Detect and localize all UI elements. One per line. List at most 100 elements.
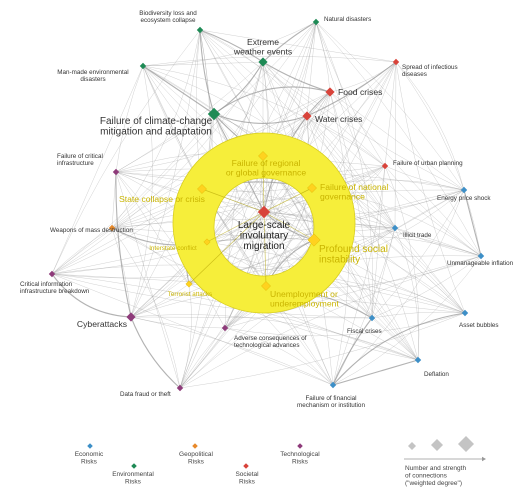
legend-swatch-environmental bbox=[131, 463, 137, 469]
connection-line-255 bbox=[332, 312, 466, 386]
connection-line-106 bbox=[306, 115, 386, 167]
connection-line-77 bbox=[213, 86, 331, 115]
connection-line-0 bbox=[199, 29, 264, 63]
label-line: Water crises bbox=[315, 114, 362, 124]
node-financial bbox=[329, 381, 337, 389]
label-line: Failure of financial bbox=[305, 395, 356, 402]
node-fiscal bbox=[368, 314, 376, 322]
connection-line-61 bbox=[142, 65, 419, 361]
connection-line-136 bbox=[384, 165, 482, 257]
connection-line-130 bbox=[115, 171, 181, 389]
connection-line-54 bbox=[142, 65, 265, 213]
label-line: Natural disasters bbox=[324, 16, 371, 23]
connection-line-203 bbox=[206, 227, 396, 243]
node-illicit bbox=[391, 224, 399, 232]
label-line: underemployment bbox=[270, 299, 339, 309]
label-line: Large-scale bbox=[238, 220, 291, 231]
label-line: weather events bbox=[233, 47, 292, 57]
label-line: Failure of urban planning bbox=[393, 160, 463, 167]
label-line: Profound social bbox=[319, 244, 388, 255]
inner-connection-line-4 bbox=[263, 211, 315, 241]
node-instability bbox=[307, 233, 321, 247]
connection-line-245 bbox=[130, 316, 373, 319]
node-manmade bbox=[139, 62, 147, 70]
connection-line-59 bbox=[130, 65, 153, 318]
connection-line-250 bbox=[371, 311, 466, 319]
connection-line-258 bbox=[332, 359, 419, 386]
node-biodiversity bbox=[196, 26, 204, 34]
label-line: infrastructure bbox=[57, 160, 94, 167]
connection-line-257 bbox=[224, 327, 334, 386]
node-inflation bbox=[477, 252, 485, 260]
connection-line-18 bbox=[315, 21, 331, 93]
label-line: mitigation and adaptation bbox=[100, 127, 212, 138]
connection-line-204 bbox=[394, 227, 482, 257]
connection-line-233 bbox=[51, 273, 373, 319]
label-line: infrastructure breakdown bbox=[20, 288, 90, 295]
label-line: State collapse or crisis bbox=[119, 194, 205, 204]
node-fraud bbox=[176, 384, 184, 392]
connection-line-125 bbox=[115, 171, 482, 257]
node-infectious bbox=[392, 58, 400, 66]
label-line: Energy price shock bbox=[437, 195, 491, 202]
connection-line-128 bbox=[115, 171, 373, 319]
connection-line-168 bbox=[463, 189, 482, 257]
connection-line-1 bbox=[199, 29, 397, 63]
node-terrorist bbox=[185, 280, 193, 288]
connection-line-237 bbox=[130, 283, 190, 318]
connection-line-85 bbox=[329, 91, 482, 257]
connection-line-228 bbox=[224, 255, 482, 329]
connection-line-141 bbox=[384, 165, 420, 361]
connection-line-57 bbox=[51, 65, 144, 275]
label-line: instability bbox=[319, 255, 360, 266]
label-line: Food crises bbox=[338, 87, 382, 97]
connection-line-2 bbox=[199, 29, 215, 115]
connection-line-12 bbox=[130, 29, 201, 318]
label-line: Cyberattacks bbox=[77, 319, 127, 329]
connection-line-197 bbox=[263, 211, 482, 257]
connection-line-127 bbox=[115, 171, 132, 318]
connection-line-252 bbox=[332, 317, 373, 386]
connection-line-181 bbox=[201, 188, 373, 319]
connection-line-111 bbox=[306, 115, 396, 229]
label-line: technological advances bbox=[234, 342, 299, 349]
label-fraud: Data fraud or theft bbox=[120, 391, 171, 398]
strength-arrow-head bbox=[482, 456, 486, 462]
node-deflation bbox=[414, 356, 422, 364]
inner-connection-line-3 bbox=[206, 211, 265, 243]
label-line: Deflation bbox=[424, 371, 449, 378]
connection-line-229 bbox=[179, 255, 482, 389]
inner-connection-line-6 bbox=[263, 211, 267, 287]
highlight-ring-shape bbox=[172, 132, 356, 314]
connection-line-171 bbox=[371, 189, 465, 319]
connection-line-26 bbox=[315, 21, 482, 257]
connection-line-74 bbox=[395, 61, 466, 314]
connection-line-166 bbox=[263, 189, 465, 216]
connection-line-4 bbox=[199, 29, 386, 167]
connection-line-48 bbox=[142, 56, 397, 67]
label-line: governance bbox=[320, 192, 365, 202]
label-line: diseases bbox=[402, 71, 427, 78]
label-deflation: Deflation bbox=[424, 371, 449, 378]
node-interstate bbox=[203, 238, 211, 246]
connection-line-210 bbox=[332, 227, 396, 386]
label-line: ecosystem collapse bbox=[141, 17, 196, 24]
label-illicit: Illicit trade bbox=[403, 232, 432, 239]
node-urban bbox=[381, 162, 389, 170]
label-statecollapse: State collapse or crisis bbox=[119, 194, 205, 204]
label-line: Fiscal crises bbox=[347, 328, 382, 335]
label-line: or global governance bbox=[226, 168, 306, 178]
risk-nodes bbox=[48, 18, 485, 392]
label-line: mechanism or institution bbox=[297, 402, 365, 409]
connection-line-132 bbox=[384, 165, 465, 191]
connection-line-236 bbox=[51, 273, 334, 386]
label-line: Failure of climate-change bbox=[100, 116, 213, 127]
